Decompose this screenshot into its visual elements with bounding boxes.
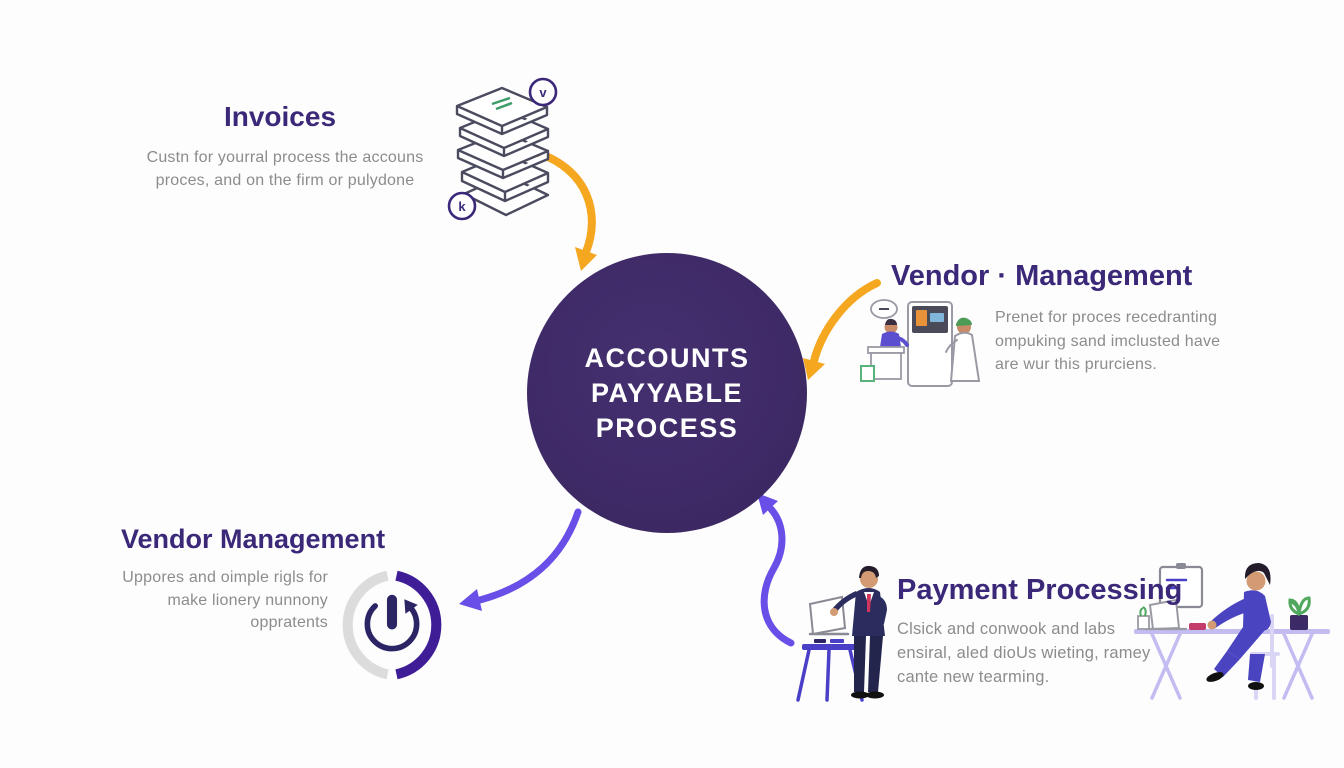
vendor-desk-illustration <box>860 299 981 387</box>
vendor-bottom-desc-line: oppratents <box>250 614 328 631</box>
invoice-badge-top: v <box>539 85 547 100</box>
vendor-management-bottom-description: Uppores and oimple rigls for make lioner… <box>95 567 328 635</box>
vendor-bottom-desc-line: make lionery nunnony <box>167 591 328 609</box>
vendor-top-desc-line: ompuking sand imclusted have <box>995 332 1221 350</box>
man-at-laptop-illustration <box>796 565 887 702</box>
arrow-payment-to-center-head <box>757 493 778 515</box>
invoice-badge-bottom: k <box>458 199 466 214</box>
vendor-top-desc-line: Prenet for proces recedranting <box>995 309 1218 326</box>
invoices-description: Custn for yourral process the accouns pr… <box>120 146 450 192</box>
arrow-invoices-to-center-head <box>575 247 597 271</box>
arrow-vendor-top-to-center-head <box>803 358 825 380</box>
center-title-line-2: PAYYABLE <box>590 377 744 408</box>
arrow-center-to-vendor-bottom-head <box>459 589 482 611</box>
arrow-invoices-to-center <box>534 149 596 256</box>
center-title-line-3: PROCESS <box>595 412 739 443</box>
invoices-title: Invoices <box>223 101 337 132</box>
power-ring-icon <box>342 570 442 680</box>
arrow-center-to-vendor-bottom <box>476 508 582 604</box>
payment-desc-line: cante new tearming. <box>897 668 1050 686</box>
invoices-desc-line: Custn for yourral process the accouns <box>146 149 424 166</box>
invoice-stack-icon: v k <box>447 77 558 221</box>
payment-processing-description: Clsick and conwook and labs ensiral, ale… <box>897 617 1177 689</box>
vendor-management-top-description: Prenet for proces recedranting ompuking … <box>995 306 1245 377</box>
vendor-management-bottom-title: Vendor Management <box>121 524 386 554</box>
woman-at-desk-illustration <box>1134 563 1330 700</box>
invoices-desc-line: proces, and on the firm or pulydone <box>155 172 415 189</box>
payment-desc-line: ensiral, aled dioUs wieting, ramey <box>897 644 1151 662</box>
arrow-payment-to-center <box>760 505 795 647</box>
vendor-management-top-title: Vendor · Management <box>891 260 1193 292</box>
vendor-top-desc-line: are wur this prurciens. <box>995 356 1157 373</box>
vendor-bottom-desc-line: Uppores and oimple rigls for <box>122 569 328 586</box>
arrow-vendor-top-to-center <box>810 279 881 365</box>
payment-desc-line: Clsick and conwook and labs <box>897 620 1116 638</box>
center-title-line-1: ACCOUNTS <box>584 342 750 373</box>
payment-processing-title: Payment Processing <box>897 574 1183 606</box>
center-node: ACCOUNTS PAYYABLE PROCESS <box>527 253 807 533</box>
